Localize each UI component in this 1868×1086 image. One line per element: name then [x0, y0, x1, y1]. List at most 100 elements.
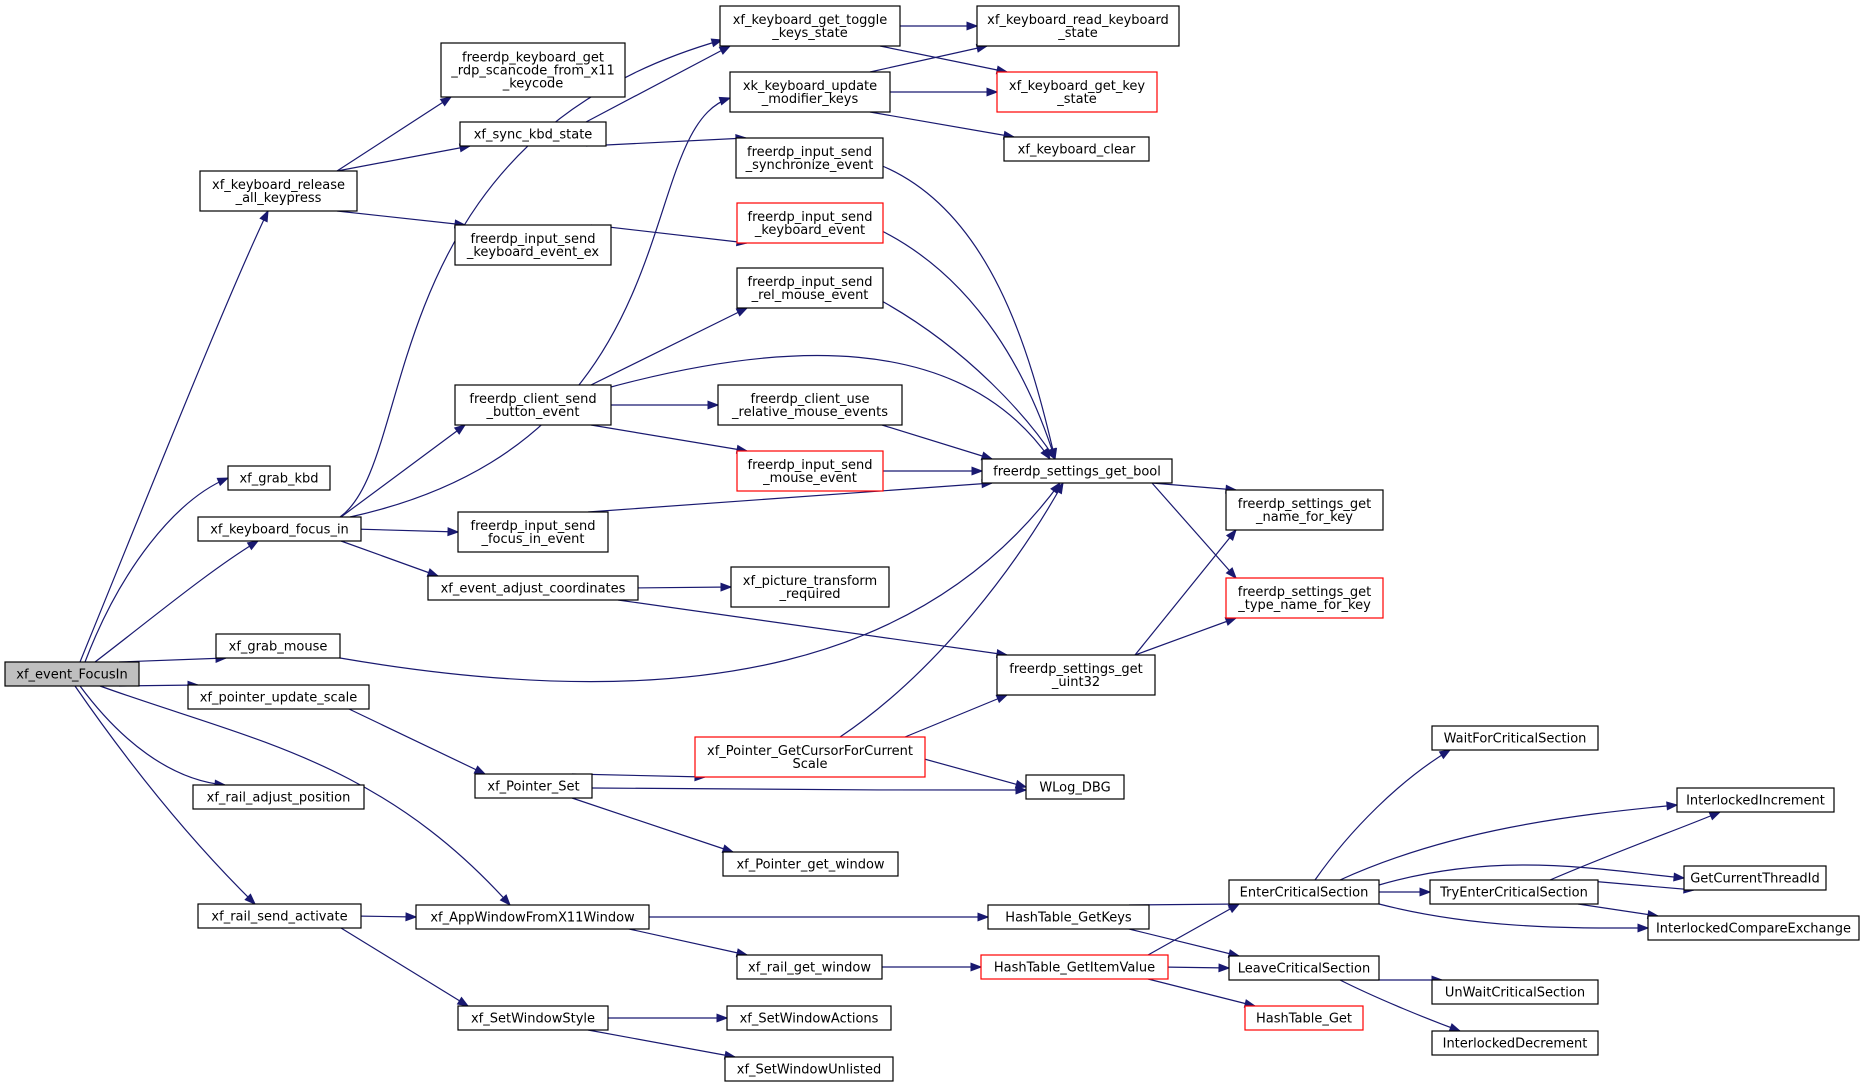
node-label: xf_sync_kbd_state	[474, 128, 593, 143]
edge-client_send_button-to-client_use_rel	[603, 400, 720, 410]
node-rail_get_window[interactable]: xf_rail_get_window	[736, 954, 883, 980]
node-wait_cs[interactable]: WaitForCriticalSection	[1431, 725, 1599, 751]
node-update_mod[interactable]: xk_keyboard_update_modifier_keys	[729, 71, 891, 113]
node-label: freerdp_settings_get	[1238, 497, 1371, 512]
node-label: _keyboard_event	[754, 223, 865, 238]
edge-ht_getkeys-to-leave_cs	[1128, 928, 1241, 958]
node-send_kbd_ex[interactable]: freerdp_input_send_keyboard_event_ex	[454, 224, 612, 266]
node-label: GetCurrentThreadId	[1690, 872, 1820, 887]
node-label: _keycode	[502, 77, 564, 92]
node-sync_kbd[interactable]: xf_sync_kbd_state	[459, 121, 607, 147]
node-label: WaitForCriticalSection	[1444, 732, 1587, 747]
node-enter_cs[interactable]: EnterCriticalSection	[1228, 879, 1380, 905]
edge-kbd_focus_in-to-update_mod	[349, 96, 732, 518]
node-label: HashTable_GetItemValue	[994, 961, 1155, 976]
edge-appwindow_x11-to-rail_get_window	[628, 928, 749, 958]
edge-enter_cs-to-wait_cs	[1314, 749, 1452, 881]
node-label: _keys_state	[771, 26, 847, 41]
edge-focusin-to-rail_send_activate	[74, 685, 257, 905]
edge-send_mouse-to-get_bool	[875, 466, 984, 476]
node-label: xf_SetWindowActions	[740, 1012, 879, 1027]
node-try_enter_cs[interactable]: TryEnterCriticalSection	[1429, 879, 1599, 905]
edge-kbd_focus_in-to-send_focus_in	[352, 527, 460, 537]
node-send_mouse[interactable]: freerdp_input_send_mouse_event	[736, 450, 884, 492]
node-read_kbd[interactable]: xf_keyboard_read_keyboard_state	[976, 5, 1180, 47]
node-send_sync[interactable]: freerdp_input_send_synchronize_event	[735, 137, 884, 179]
edge-focusin-to-release_all	[79, 209, 269, 663]
edge-cursor_scale-to-get_uint32	[904, 694, 1009, 738]
node-label: InterlockedCompareExchange	[1656, 922, 1851, 937]
node-ptr_get_window[interactable]: xf_Pointer_get_window	[722, 851, 899, 877]
edge-set_window_style-to-set_unlisted	[587, 1029, 737, 1060]
node-kbd_focus_in[interactable]: xf_keyboard_focus_in	[197, 516, 362, 542]
node-label: xf_picture_transform	[743, 574, 877, 589]
node-label: xf_grab_kbd	[239, 472, 318, 487]
node-interlocked_dec[interactable]: InterlockedDecrement	[1431, 1030, 1599, 1056]
node-interlocked_inc[interactable]: InterlockedIncrement	[1676, 787, 1835, 813]
node-get_uint32[interactable]: freerdp_settings_get_uint32	[996, 654, 1156, 696]
node-rail_send_activate[interactable]: xf_rail_send_activate	[197, 903, 362, 929]
edge-get_bool-to-name_for_key	[1151, 482, 1238, 494]
node-rdp_scancode[interactable]: freerdp_keyboard_get_rdp_scancode_from_x…	[440, 42, 626, 98]
node-client_use_rel[interactable]: freerdp_client_use_relative_mouse_events	[717, 384, 903, 426]
node-name_for_key[interactable]: freerdp_settings_get_name_for_key	[1225, 489, 1384, 531]
node-interlocked_cmpx[interactable]: InterlockedCompareExchange	[1647, 915, 1860, 941]
node-kbd_clear[interactable]: xf_keyboard_clear	[1003, 136, 1150, 162]
node-appwindow_x11[interactable]: xf_AppWindowFromX11Window	[415, 904, 650, 930]
node-label: freerdp_input_send	[471, 519, 596, 534]
node-label: xf_rail_send_activate	[211, 910, 347, 925]
node-adjust_coords[interactable]: xf_event_adjust_coordinates	[427, 575, 639, 601]
node-label: xf_AppWindowFromX11Window	[430, 911, 635, 926]
node-label: HashTable_Get	[1256, 1012, 1352, 1027]
nodes-layer: xf_event_FocusIn xf_keyboard_release_all_…	[4, 5, 1860, 1082]
node-label: _type_name_for_key	[1237, 598, 1371, 613]
edge-focusin-to-appwindow_x11	[99, 685, 511, 907]
node-label: _keyboard_event_ex	[466, 245, 600, 260]
node-leave_cs[interactable]: LeaveCriticalSection	[1228, 955, 1380, 981]
node-get_key_state[interactable]: xf_keyboard_get_key_state	[996, 71, 1158, 113]
node-pointer_set[interactable]: xf_Pointer_Set	[474, 773, 593, 799]
node-label: freerdp_keyboard_get	[462, 51, 604, 66]
edge-update_mod-to-read_kbd	[869, 43, 989, 73]
node-set_window_style[interactable]: xf_SetWindowStyle	[457, 1005, 609, 1031]
node-send_focus_in[interactable]: freerdp_input_send_focus_in_event	[457, 511, 609, 553]
node-client_send_button[interactable]: freerdp_client_send_button_event	[454, 384, 612, 426]
node-send_rel_mouse[interactable]: freerdp_input_send_rel_mouse_event	[736, 267, 884, 309]
edge-focusin-to-grab_mouse	[118, 653, 228, 663]
node-unwait_cs[interactable]: UnWaitCriticalSection	[1431, 979, 1599, 1005]
node-set_actions[interactable]: xf_SetWindowActions	[726, 1005, 892, 1031]
node-ht_getkeys[interactable]: HashTable_GetKeys	[987, 904, 1150, 930]
node-label: freerdp_input_send	[747, 145, 872, 160]
node-ptr_update_scale[interactable]: xf_pointer_update_scale	[187, 684, 370, 710]
node-label: xf_SetWindowStyle	[471, 1012, 595, 1027]
node-rail_adjust[interactable]: xf_rail_adjust_position	[192, 784, 365, 810]
node-release_all[interactable]: xf_keyboard_release_all_keypress	[199, 170, 358, 212]
node-grab_mouse[interactable]: xf_grab_mouse	[215, 633, 341, 659]
node-send_kbd_event[interactable]: freerdp_input_send_keyboard_event	[736, 202, 884, 244]
node-label: _relative_mouse_events	[731, 405, 888, 420]
node-label: _state	[1056, 92, 1096, 107]
node-wlog_dbg[interactable]: WLog_DBG	[1025, 774, 1125, 800]
node-type_name_for_key[interactable]: freerdp_settings_get_type_name_for_key	[1225, 577, 1384, 619]
node-label: _button_event	[486, 405, 580, 420]
node-label: freerdp_input_send	[748, 458, 873, 473]
node-picture_transform[interactable]: xf_picture_transform_required	[730, 566, 890, 608]
node-label: xf_pointer_update_scale	[200, 691, 358, 706]
node-focusin[interactable]: xf_event_FocusIn	[4, 661, 140, 687]
node-get_toggle[interactable]: xf_keyboard_get_toggle_keys_state	[719, 5, 901, 47]
node-label: xf_SetWindowUnlisted	[737, 1063, 881, 1078]
node-ht_getitem[interactable]: HashTable_GetItemValue	[980, 954, 1169, 980]
node-label: UnWaitCriticalSection	[1445, 986, 1585, 1001]
node-label: xf_event_adjust_coordinates	[441, 582, 626, 597]
node-get_bool[interactable]: freerdp_settings_get_bool	[981, 458, 1173, 484]
edge-pointer_set-to-wlog_dbg	[591, 785, 1028, 795]
node-ht_get[interactable]: HashTable_Get	[1244, 1005, 1364, 1031]
node-label: xf_keyboard_focus_in	[210, 523, 349, 538]
node-label: _uint32	[1051, 675, 1100, 690]
node-set_unlisted[interactable]: xf_SetWindowUnlisted	[724, 1056, 894, 1082]
node-label: freerdp_client_send	[469, 392, 596, 407]
node-current_thread[interactable]: GetCurrentThreadId	[1683, 865, 1827, 891]
node-grab_kbd[interactable]: xf_grab_kbd	[227, 465, 331, 491]
